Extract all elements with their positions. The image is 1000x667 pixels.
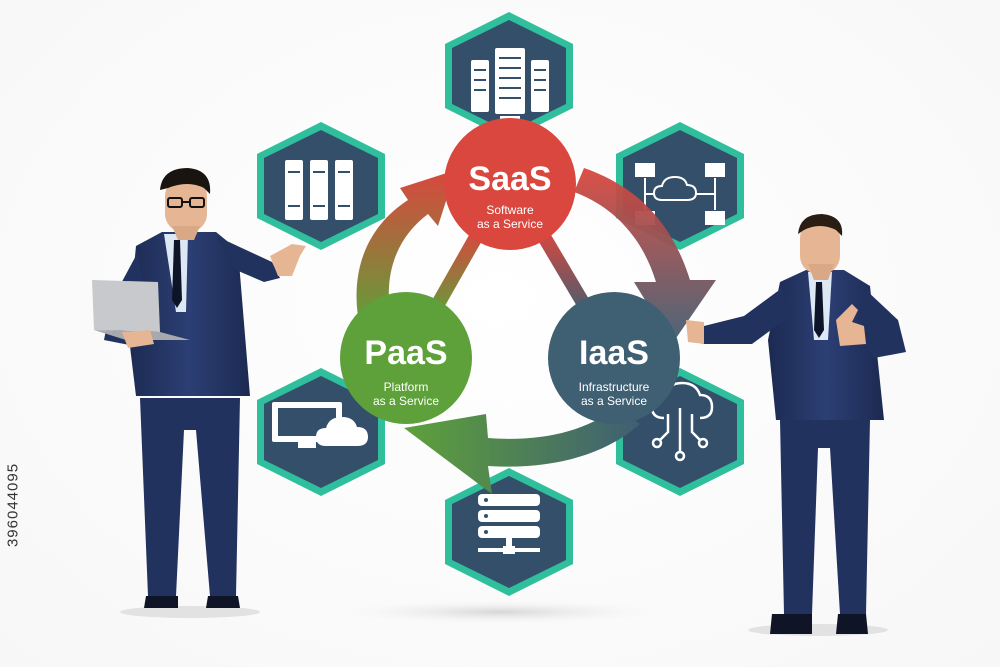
server-stack-icon <box>478 494 540 554</box>
saas-title: SaaS <box>468 160 552 198</box>
floor-shadow <box>310 598 690 626</box>
cycle-arrow-left <box>356 170 456 328</box>
paas-title: PaaS <box>364 334 448 372</box>
server-tower-icon <box>471 48 549 122</box>
cycle-arrow-bottom <box>404 408 640 494</box>
hexagon-bottom-left <box>257 368 385 496</box>
iaas-subtitle-line1: Infrastructure <box>578 380 650 394</box>
stock-id-watermark: 396044095 <box>4 425 22 585</box>
businessman-right <box>686 214 906 636</box>
iaas-title: IaaS <box>579 334 649 372</box>
thumbs-up-hand <box>836 304 866 346</box>
monitor-cloud-icon <box>272 402 368 448</box>
saas-subtitle-line2: as a Service <box>476 217 544 231</box>
stock-id-text: 396044095 <box>4 462 22 548</box>
hexagon-bottom <box>445 468 573 596</box>
paas-subtitle-line2: as a Service <box>372 394 440 408</box>
server-rack-icon <box>285 160 353 220</box>
paas-subtitle-line1: Platform <box>383 380 429 394</box>
iaas-circle <box>548 292 680 424</box>
hexagon-top-left <box>257 122 385 250</box>
iaas-subtitle-line2: as a Service <box>580 394 648 408</box>
saas-circle <box>444 118 576 250</box>
hexagon-top <box>445 12 573 140</box>
businessman-left <box>92 168 306 618</box>
cycle-arrow-right <box>574 168 716 344</box>
saas-subtitle-line1: Software <box>486 203 534 217</box>
paas-circle <box>340 292 472 424</box>
